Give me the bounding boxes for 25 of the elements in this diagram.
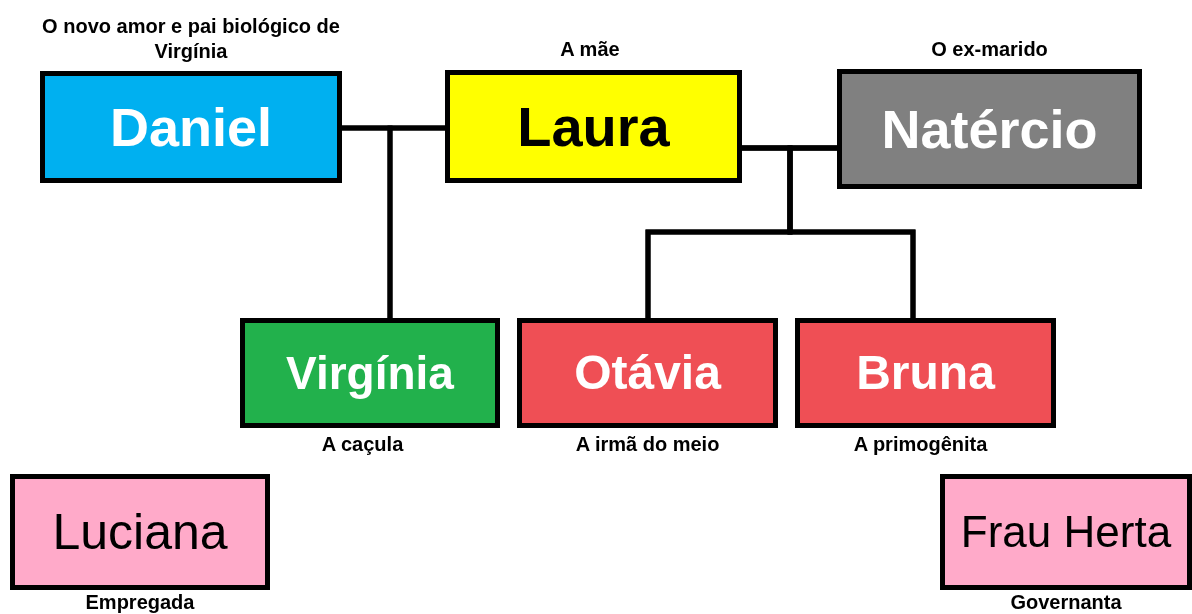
person-name: Otávia xyxy=(574,349,721,397)
name-box xyxy=(795,318,1056,428)
family-line xyxy=(787,145,916,318)
role-caption: A caçula xyxy=(320,432,405,457)
family-line xyxy=(387,125,445,318)
name-box xyxy=(10,474,270,590)
name-box xyxy=(40,71,342,183)
person-name: Natércio xyxy=(881,102,1098,156)
role-caption: A primogênita xyxy=(852,432,989,457)
role-caption: Empregada xyxy=(84,590,196,614)
role-caption: O novo amor e pai biológico de Virgínia xyxy=(41,14,341,64)
person-name: Frau Herta xyxy=(960,510,1172,554)
person-name: Daniel xyxy=(109,100,273,154)
name-box xyxy=(240,318,500,428)
role-caption: A mãe xyxy=(559,37,621,62)
role-caption: A irmã do meio xyxy=(574,432,721,457)
name-box xyxy=(940,474,1192,590)
person-name: Bruna xyxy=(856,349,995,397)
role-caption: O ex-marido xyxy=(930,37,1049,62)
person-name: Laura xyxy=(517,98,670,155)
name-box xyxy=(837,69,1142,189)
name-box xyxy=(445,70,742,183)
name-box xyxy=(517,318,778,428)
person-name: Luciana xyxy=(52,507,228,557)
role-caption: Governanta xyxy=(1009,590,1123,614)
